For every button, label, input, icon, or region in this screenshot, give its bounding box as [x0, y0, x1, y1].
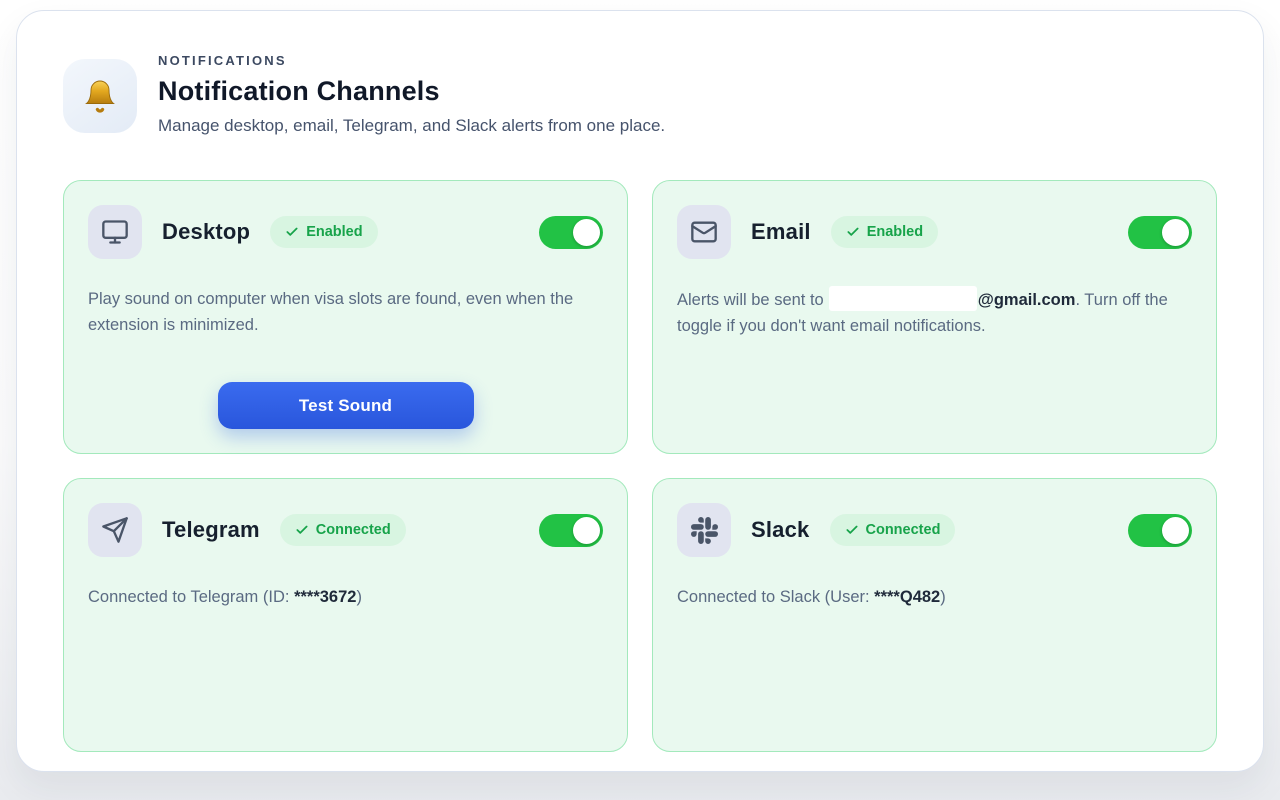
email-domain: @gmail.com	[977, 291, 1076, 309]
email-channel-card: Email Enabled Alerts will be sent to @gma…	[652, 180, 1217, 455]
bell-icon	[82, 78, 118, 114]
slack-description-prefix: Connected to Slack (User:	[677, 588, 875, 607]
telegram-badge-label: Connected	[315, 522, 391, 539]
telegram-card-title: Telegram	[162, 517, 260, 543]
mail-icon	[690, 218, 718, 246]
telegram-description-prefix: Connected to Telegram (ID:	[88, 588, 295, 607]
slack-description: Connected to Slack (User: ****Q482)	[677, 584, 1192, 610]
email-badge-label: Enabled	[866, 224, 924, 240]
email-status-badge: Enabled	[830, 216, 939, 248]
telegram-masked-id: ****3672	[294, 588, 357, 607]
section-eyebrow: NOTIFICATIONS	[158, 53, 287, 68]
check-icon	[846, 225, 860, 239]
telegram-status-badge: Connected	[279, 514, 406, 547]
telegram-channel-card: Telegram Connected Connected to Telegram…	[63, 478, 628, 753]
email-description-prefix: Alerts will be sent to	[677, 291, 824, 309]
desktop-toggle-knob	[573, 218, 600, 246]
telegram-icon-tile	[88, 503, 142, 558]
slack-badge-label: Connected	[865, 522, 941, 539]
desktop-card-title: Desktop	[162, 219, 251, 244]
email-description-suffix: . Turn off the toggle if you don't want …	[677, 291, 1168, 336]
page-title: Notification Channels	[158, 76, 440, 106]
slack-status-badge: Connected	[829, 514, 956, 547]
check-icon	[845, 523, 859, 537]
email-card-header: Email Enabled	[677, 205, 1192, 259]
slack-toggle-knob	[1162, 516, 1189, 544]
email-toggle-knob	[1162, 218, 1189, 246]
desktop-status-badge: Enabled	[270, 216, 378, 248]
check-icon	[295, 523, 309, 537]
slack-toggle[interactable]	[1128, 513, 1192, 547]
telegram-toggle-knob	[573, 516, 600, 544]
telegram-description: Connected to Telegram (ID: ****3672)	[88, 584, 603, 610]
desktop-badge-label: Enabled	[306, 224, 363, 240]
notification-settings-panel: NOTIFICATIONS Notification Channels Mana…	[16, 10, 1264, 772]
check-icon	[285, 225, 299, 239]
desktop-toggle[interactable]	[539, 215, 603, 249]
slack-description-suffix: )	[940, 588, 946, 607]
desktop-channel-card: Desktop Enabled Play sound on computer w…	[63, 180, 628, 455]
slack-icon	[690, 516, 718, 544]
email-toggle[interactable]	[1128, 215, 1192, 249]
monitor-icon	[101, 218, 129, 246]
redacted-email-username	[828, 286, 977, 311]
telegram-card-header: Telegram Connected	[88, 503, 603, 558]
telegram-description-suffix: )	[356, 588, 362, 607]
slack-channel-card: Slack Connected Connected to Slack (User…	[652, 478, 1217, 753]
desktop-card-header: Desktop Enabled	[88, 205, 603, 259]
header-text: NOTIFICATIONS Notification Channels Mana…	[158, 49, 665, 136]
header-icon-tile	[63, 59, 137, 133]
page-subtitle: Manage desktop, email, Telegram, and Sla…	[158, 116, 666, 135]
slack-card-header: Slack Connected	[677, 503, 1192, 558]
telegram-toggle[interactable]	[539, 513, 603, 547]
slack-card-title: Slack	[751, 517, 810, 543]
channel-cards-grid: Desktop Enabled Play sound on computer w…	[63, 180, 1217, 753]
slack-masked-user: ****Q482	[874, 588, 941, 607]
email-description: Alerts will be sent to @gmail.com. Turn o…	[677, 286, 1192, 339]
slack-icon-tile	[677, 503, 731, 558]
email-icon-tile	[677, 205, 731, 259]
desktop-icon-tile	[88, 205, 142, 259]
send-icon	[101, 516, 129, 544]
test-sound-button[interactable]: Test Sound	[217, 382, 474, 430]
desktop-description: Play sound on computer when visa slots a…	[88, 290, 574, 335]
page-header: NOTIFICATIONS Notification Channels Mana…	[63, 49, 1217, 136]
email-card-title: Email	[751, 219, 811, 244]
